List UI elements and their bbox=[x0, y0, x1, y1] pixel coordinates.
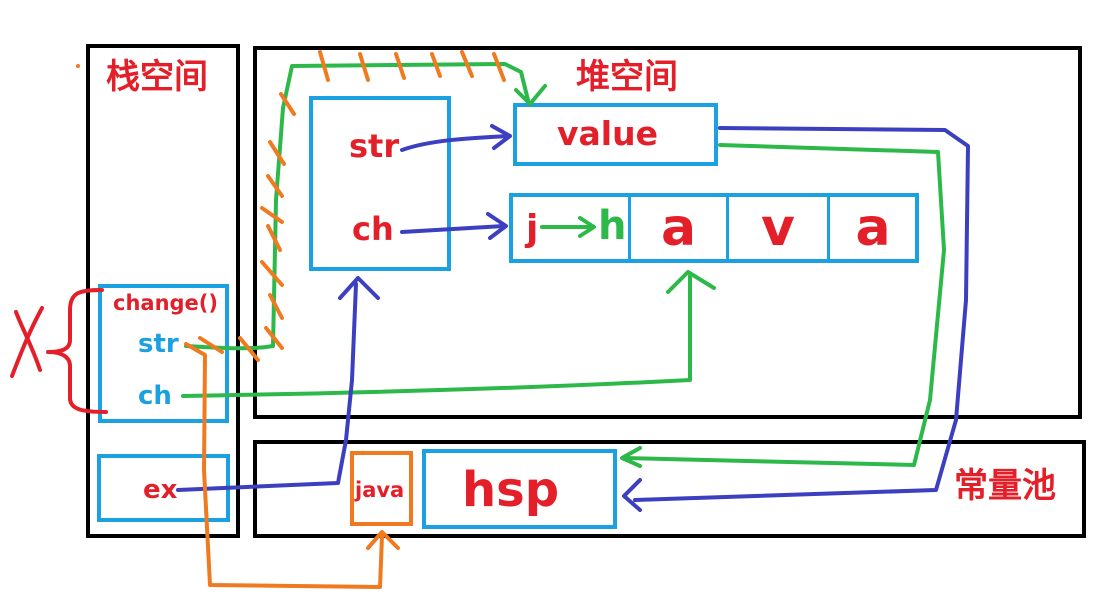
char-cell-3-text: a bbox=[855, 198, 891, 258]
change-frame-str: str bbox=[138, 329, 179, 359]
pool-java-label: java bbox=[355, 478, 405, 502]
change-frame-method: change() bbox=[113, 291, 218, 315]
heap-title: 堆空间 bbox=[576, 57, 678, 97]
char-cell-3: a bbox=[827, 195, 916, 261]
char-cell-0-replacement: h bbox=[598, 203, 626, 249]
pool-hsp-label: hsp bbox=[462, 462, 560, 518]
pool-hsp-box bbox=[422, 449, 617, 529]
char-cell-2-text: v bbox=[761, 198, 795, 258]
change-frame-ch: ch bbox=[138, 381, 172, 411]
string-object-ch-label: ch bbox=[352, 210, 394, 248]
pool-title: 常量池 bbox=[954, 466, 1056, 506]
stack-title: 栈空间 bbox=[106, 57, 208, 97]
char-cell-1-text: a bbox=[660, 198, 697, 258]
red-x-mark bbox=[10, 306, 44, 378]
char-cell-2: v bbox=[726, 195, 827, 261]
char-cell-0-text: j bbox=[526, 207, 539, 249]
char-cell-1: a bbox=[628, 195, 726, 261]
orange-dot bbox=[76, 64, 80, 68]
ex-label: ex bbox=[143, 475, 178, 505]
char-cell-0-replacement-text: h bbox=[598, 203, 627, 249]
string-object-str-label: str bbox=[349, 127, 400, 165]
value-label: value bbox=[557, 114, 658, 153]
